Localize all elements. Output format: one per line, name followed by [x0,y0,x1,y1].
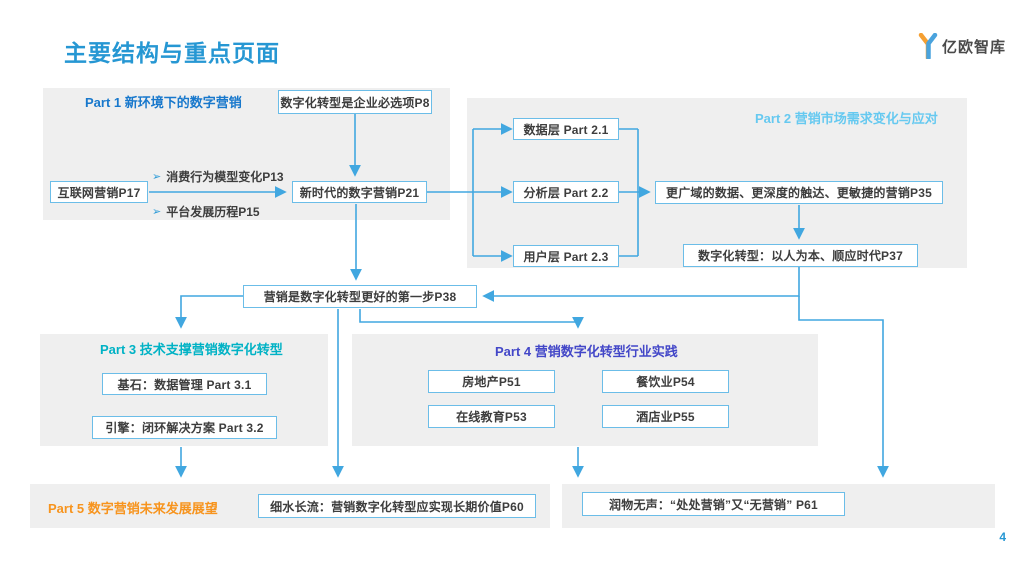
box-layer-analysis-2-2: 分析层 Part 2.2 [513,181,619,203]
bullet-p13-consumer-behavior: ➢ 消费行为模型变化P13 [152,168,284,185]
box-p31-data-management: 基石：数据管理 Part 3.1 [102,373,267,395]
page-title: 主要结构与重点页面 [64,40,280,66]
box-p55-hotel: 酒店业P55 [602,405,729,428]
brand-logo: 亿欧智库 [917,33,1006,59]
page-number: 4 [999,530,1006,544]
chevron-bullet-icon: ➢ [152,206,162,218]
part3-title: Part 3 技术支撑营销数字化转型 [100,342,283,357]
chevron-bullet-icon: ➢ [152,171,162,183]
box-p53-online-education: 在线教育P53 [428,405,555,428]
bullet-p15-platform-history: ➢ 平台发展历程P15 [152,203,260,220]
part1-title: Part 1 新环境下的数字营销 [85,95,242,110]
box-p51-real-estate: 房地产P51 [428,370,555,393]
box-p17-internet-marketing: 互联网营销P17 [50,181,148,203]
part5-title: Part 5 数字营销未来发展展望 [48,501,218,516]
box-p54-catering: 餐饮业P54 [602,370,729,393]
box-layer-user-2-3: 用户层 Part 2.3 [513,245,619,267]
bullet-p15-label: 平台发展历程P15 [166,205,260,219]
brand-logo-text: 亿欧智库 [941,38,1006,56]
box-p61-marketing-everywhere: 润物无声：“处处营销”又“无营销” P61 [582,492,845,516]
part2-title: Part 2 营销市场需求变化与应对 [755,111,938,126]
box-p21-new-era-digital-marketing: 新时代的数字营销P21 [292,181,427,203]
bullet-p13-label: 消费行为模型变化P13 [166,170,284,184]
box-p32-closed-loop-solution: 引擎：闭环解决方案 Part 3.2 [92,416,277,439]
brand-y-icon [918,33,938,59]
box-layer-data-2-1: 数据层 Part 2.1 [513,118,619,140]
box-p37-human-centered-transformation: 数字化转型：以人为本、顺应时代P37 [683,244,918,267]
part4-title: Part 4 营销数字化转型行业实践 [495,344,678,359]
box-p35-broader-data-marketing: 更广域的数据、更深度的触达、更敏捷的营销P35 [655,181,943,204]
box-p38-marketing-first-step: 营销是数字化转型更好的第一步P38 [243,285,477,308]
box-p60-long-term-value: 细水长流：营销数字化转型应实现长期价值P60 [258,494,536,518]
box-p8-digital-transformation-must: 数字化转型是企业必选项P8 [278,90,432,114]
